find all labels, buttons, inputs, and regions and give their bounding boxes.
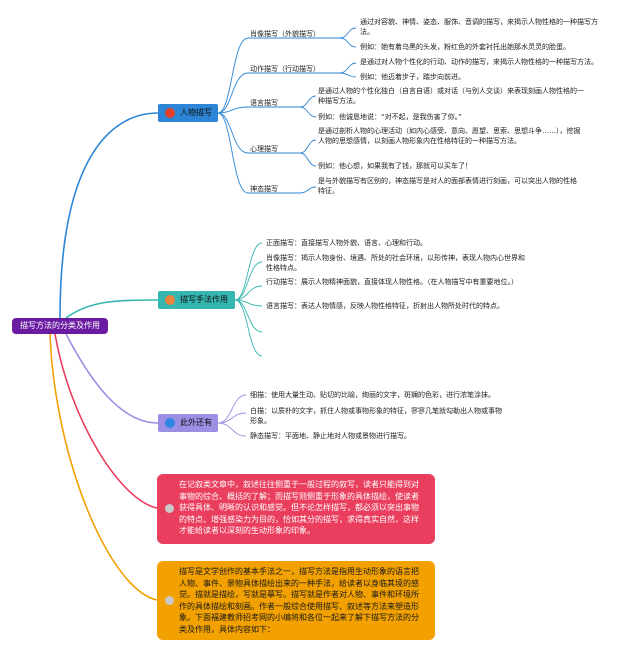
grey-circle-icon (165, 504, 174, 513)
person-detail-text: 例如：他迈着步子，踏步向前进。 (360, 73, 465, 81)
branch-extra-label: 此外还有 (180, 418, 212, 427)
methods-item-text: 语言描写：表达人物情感，反映人物性格特征，折射出人物所处时代的特点。 (266, 302, 504, 310)
branch-methods-node[interactable]: 描写手法作用 (158, 291, 235, 309)
note-box-red[interactable]: 在记叙类文章中，叙述往往侧重于一般过程的叙写，读者只能得到对事物的综合、概括的了… (157, 474, 435, 544)
link-root-orange (49, 333, 158, 601)
person-item-label[interactable]: 心理描写 (250, 145, 278, 153)
person-detail-text: 是与外貌描写有区别的，神态描写是对人的面部表情进行刻画，可以突出人物的性格特征。 (318, 177, 577, 195)
grey-circle-icon (165, 596, 174, 605)
methods-item-text: 行动描写：展示人物精神面貌，直接体现人物性格。（在人物描写中有重要地位。） (266, 278, 518, 286)
person-detail-text: 是通过人物的个性化独白（自言自语）或对话（与别人交谈）来表现刻画人物性格的一种描… (318, 87, 584, 105)
person-item-label[interactable]: 神态描写 (250, 185, 278, 193)
note-orange-text: 描写是文学创作的基本手法之一，描写方法是指用生动形象的语言把人物、事件、景物具体… (179, 567, 419, 634)
person-item-label[interactable]: 动作描写（行动描写） (250, 65, 320, 73)
orange-circle-icon (165, 295, 175, 305)
branch-person-label: 人物描写 (180, 108, 212, 117)
link-root-methods (65, 299, 159, 319)
methods-item-text: 肖像描写：揭示人物身份、境遇、所处的社会环境，以形传神，表现人物内心世界和性格特… (266, 254, 525, 272)
branch-methods-label: 描写手法作用 (180, 295, 228, 304)
person-detail-text: 是通过对人物个性化的行动、动作的描写，来揭示人物性格的一种描写方法。 (360, 58, 598, 66)
person-detail-text: 例如：他心想，如果我有了钱，那就可以买车了！ (318, 162, 472, 170)
link-root-red (54, 333, 158, 509)
person-detail-text: 例如：他诚恳地说：“对不起，是我伤害了你。” (318, 113, 462, 121)
extra-item-text: 细描：使用大量生动、贴切的比喻，绚丽的文字，斑斓的色彩，进行浓笔涂抹。 (250, 391, 495, 399)
extra-item-text: 静态描写：平面地、静止地对人物或景物进行描写。 (250, 432, 411, 440)
red-circle-icon (165, 108, 175, 118)
note-red-text: 在记叙类文章中，叙述往往侧重于一般过程的叙写，读者只能得到对事物的综合、概括的了… (179, 480, 419, 535)
person-detail-text: 是通过剖析人物的心理活动（如内心感受、意向、愿望、思索、思想斗争……），挖掘人物… (318, 127, 581, 145)
branch-extra-node[interactable]: 此外还有 (158, 414, 218, 432)
person-item-label[interactable]: 语言描写 (250, 99, 278, 107)
extra-item-text: 白描：以质朴的文字，抓住人物或事物形象的特征，寥寥几笔就勾勒出人物或事物形象。 (250, 407, 502, 425)
person-detail-text: 通过对容貌、神情、姿态、服饰、音调的描写，来揭示人物性格的一种描写方法。 (360, 18, 598, 36)
person-item-label[interactable]: 肖像描写（外貌描写） (250, 30, 320, 38)
root-node[interactable]: 描写方法的分类及作用 (12, 318, 108, 334)
blue-circle-icon (165, 418, 175, 428)
branch-person-node[interactable]: 人物描写 (158, 104, 218, 122)
person-detail-text: 例如：她有着乌黑的头发，粉红色的外套衬托出她那水灵灵的脸蛋。 (360, 43, 570, 51)
methods-item-text: 正面描写：直接描写人物外貌、语言、心理和行动。 (266, 239, 427, 247)
note-box-orange[interactable]: 描写是文学创作的基本手法之一，描写方法是指用生动形象的语言把人物、事件、景物具体… (157, 561, 435, 640)
link-root-extra (65, 333, 159, 424)
link-root-person (59, 112, 159, 319)
